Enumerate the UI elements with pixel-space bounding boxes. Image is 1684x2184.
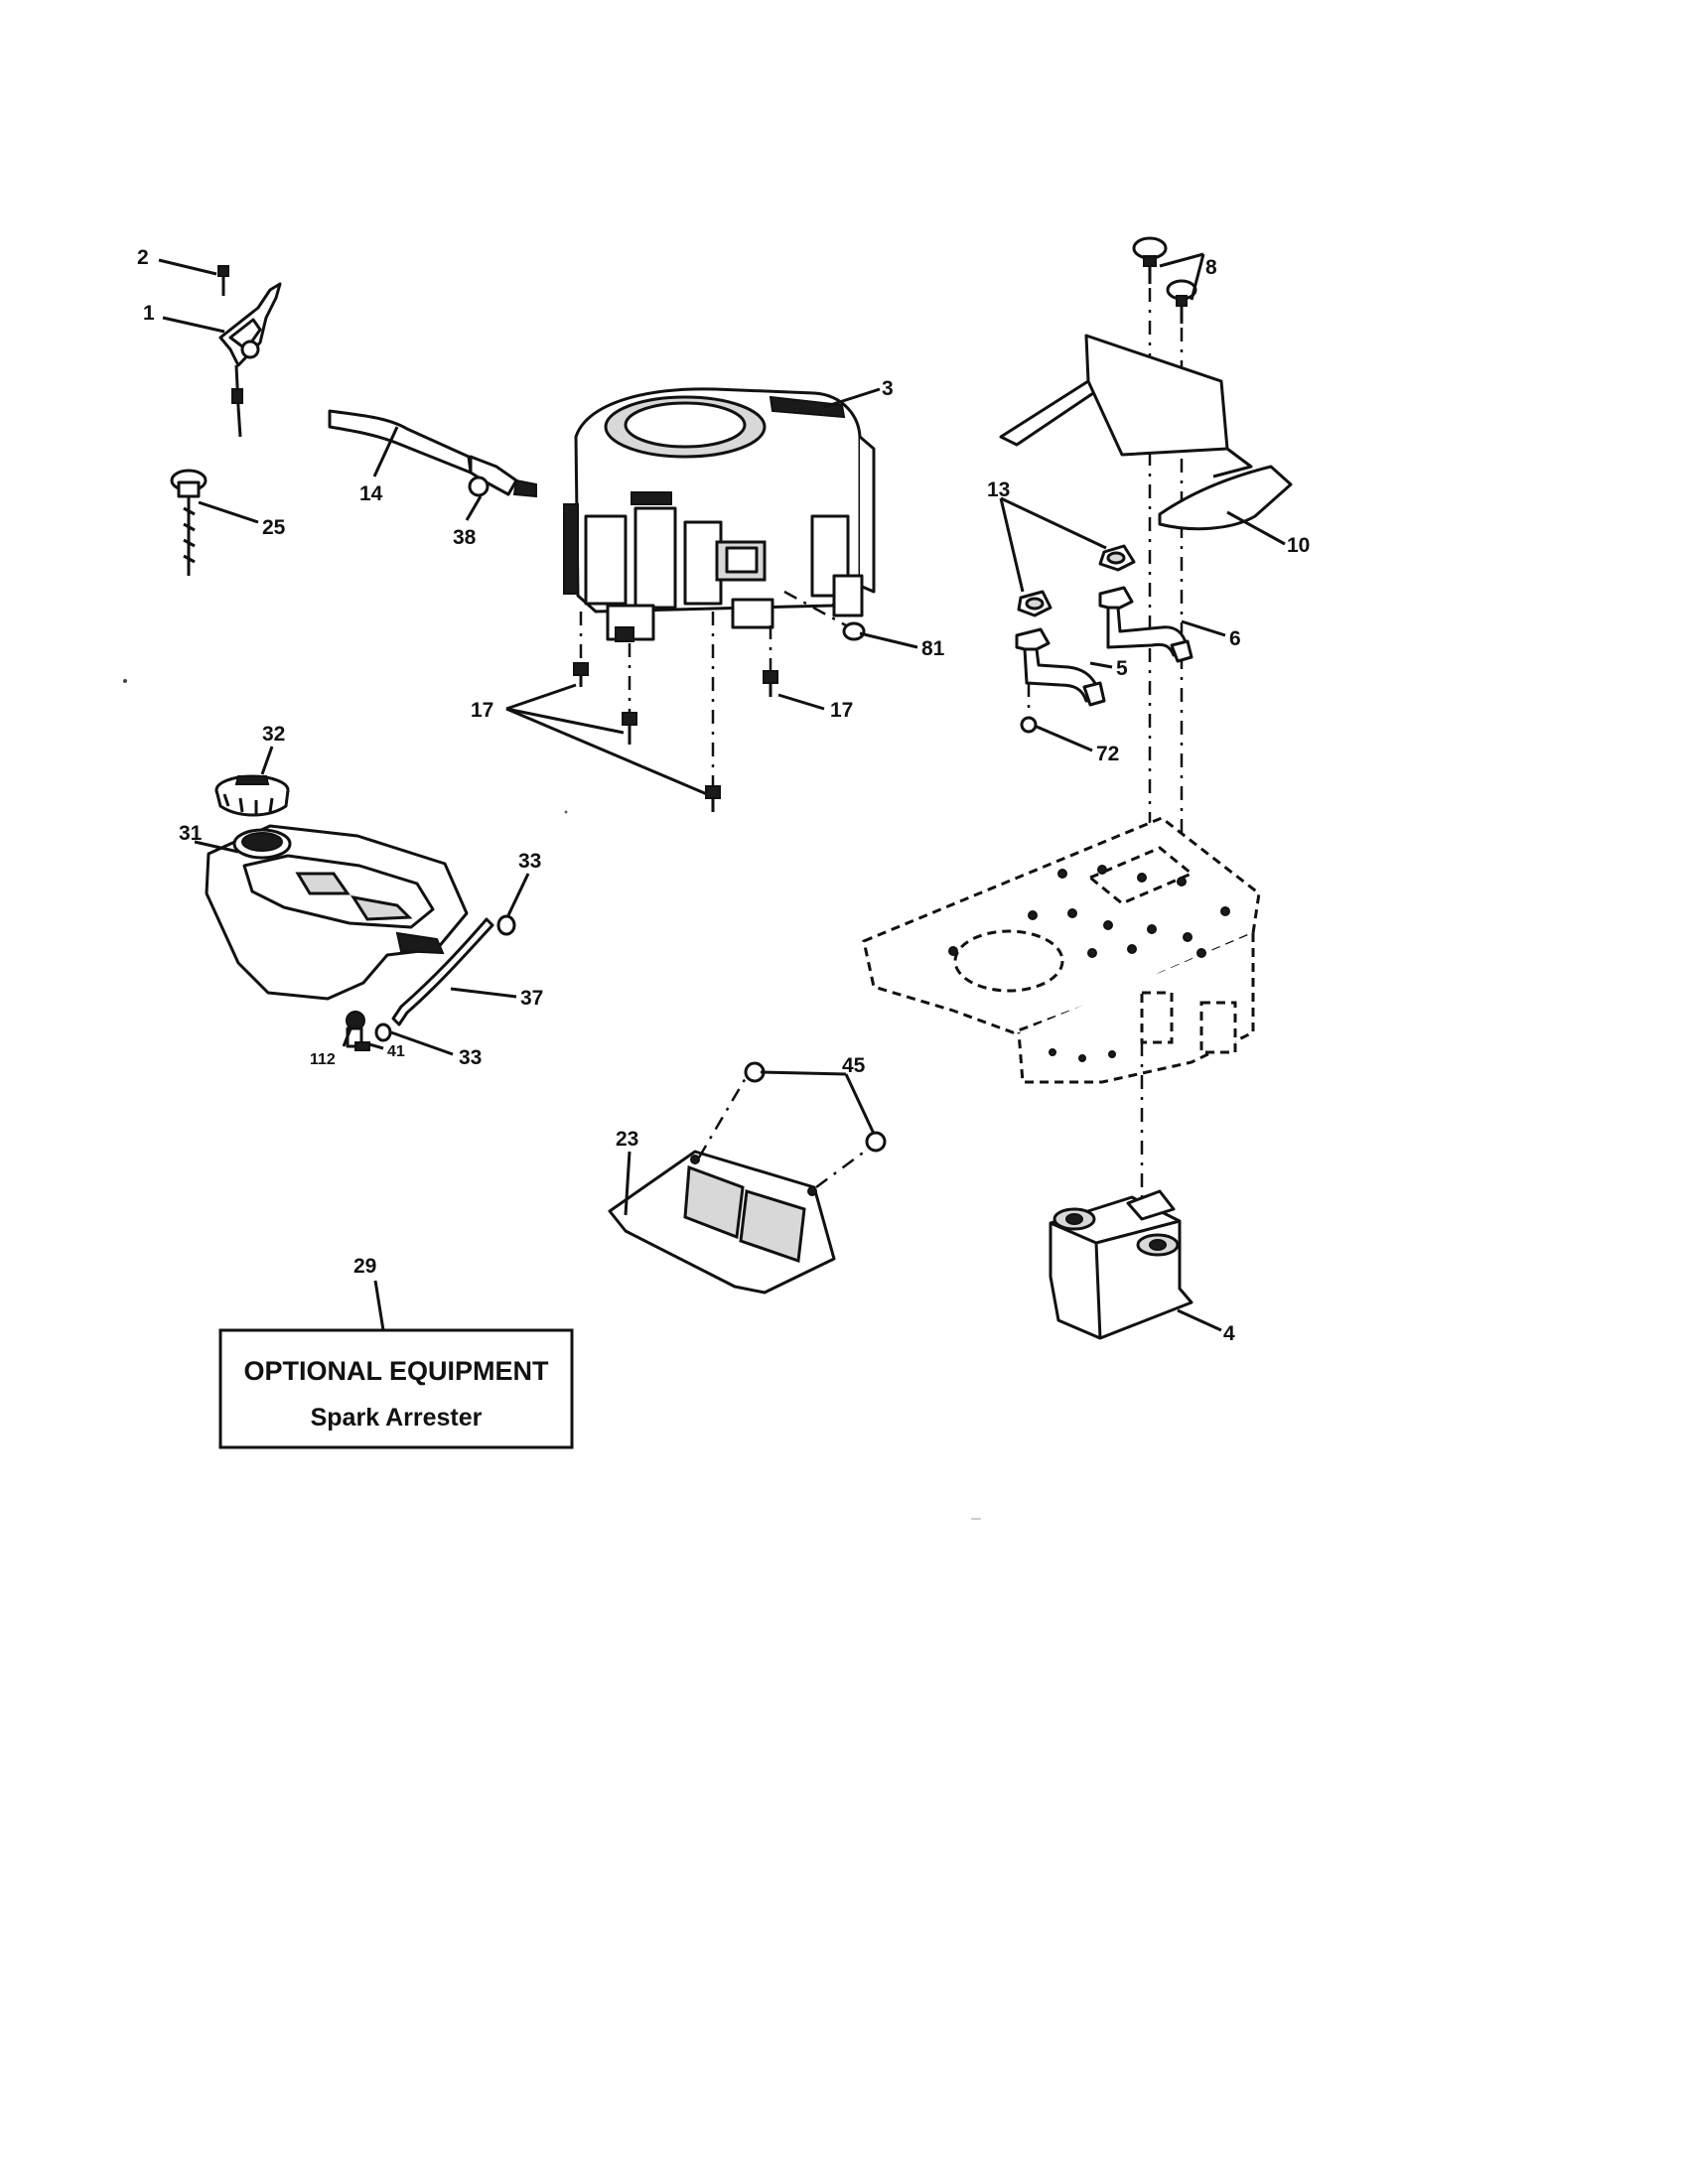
scan-speck — [123, 679, 127, 683]
callout-81: 81 — [921, 637, 945, 660]
bolt-72 — [1020, 683, 1038, 734]
engine-mount-bolts-17 — [573, 612, 778, 812]
callout-6: 6 — [1229, 627, 1241, 650]
carriage-bolt-25 — [170, 469, 208, 576]
exhaust-pipe-6 — [1098, 586, 1193, 663]
callout-8: 8 — [1205, 256, 1217, 279]
optional-equipment-subtitle: Spark Arrester — [311, 1404, 483, 1432]
callout-45: 45 — [842, 1054, 866, 1077]
callout-2: 2 — [137, 246, 149, 269]
muffler-4 — [1049, 1042, 1193, 1340]
leader-lines — [158, 252, 1286, 1332]
exhaust-gaskets-13 — [1017, 544, 1136, 617]
throttle-bracket-part — [217, 265, 282, 438]
callout-1: 1 — [143, 302, 155, 325]
callout-5: 5 — [1116, 657, 1128, 680]
callout-10: 10 — [1287, 534, 1310, 557]
callout-17a: 17 — [471, 699, 493, 722]
shield-plate-23 — [608, 1061, 887, 1295]
callout-29: 29 — [353, 1255, 376, 1278]
callout-3: 3 — [882, 377, 894, 400]
fuel-tank-31 — [205, 824, 469, 1001]
callout-33a: 33 — [518, 850, 541, 873]
callout-31: 31 — [179, 822, 203, 845]
optional-equipment-title: OPTIONAL EQUIPMENT — [243, 1356, 549, 1386]
callout-112: 112 — [310, 1051, 336, 1068]
heat-shield-10 — [999, 334, 1293, 531]
engine-3 — [563, 387, 876, 642]
callout-17b: 17 — [830, 699, 853, 722]
callout-37: 37 — [520, 987, 543, 1010]
callout-13: 13 — [987, 478, 1010, 501]
fuel-line-37 — [374, 914, 516, 1042]
callout-23: 23 — [616, 1128, 638, 1151]
callout-25: 25 — [262, 516, 286, 539]
callout-labels: 1 2 3 4 5 6 8 10 13 14 17 17 23 25 29 31… — [137, 246, 1310, 1345]
bolts-8 — [1132, 236, 1197, 884]
callout-41: 41 — [387, 1043, 405, 1060]
callout-72: 72 — [1096, 743, 1119, 765]
fuel-line-14 — [328, 409, 537, 498]
callout-4: 4 — [1223, 1322, 1235, 1345]
callout-14: 14 — [359, 482, 383, 505]
callout-38: 38 — [453, 526, 477, 549]
callout-32: 32 — [262, 723, 285, 746]
exhaust-pipe-5 — [1015, 627, 1106, 707]
callout-33b: 33 — [459, 1046, 482, 1069]
optional-equipment-box: OPTIONAL EQUIPMENT Spark Arrester — [218, 1328, 574, 1449]
fuel-cap-32 — [214, 774, 290, 817]
chassis-frame — [862, 816, 1261, 1084]
nut-81 — [783, 590, 866, 641]
scan-speck — [564, 810, 568, 814]
